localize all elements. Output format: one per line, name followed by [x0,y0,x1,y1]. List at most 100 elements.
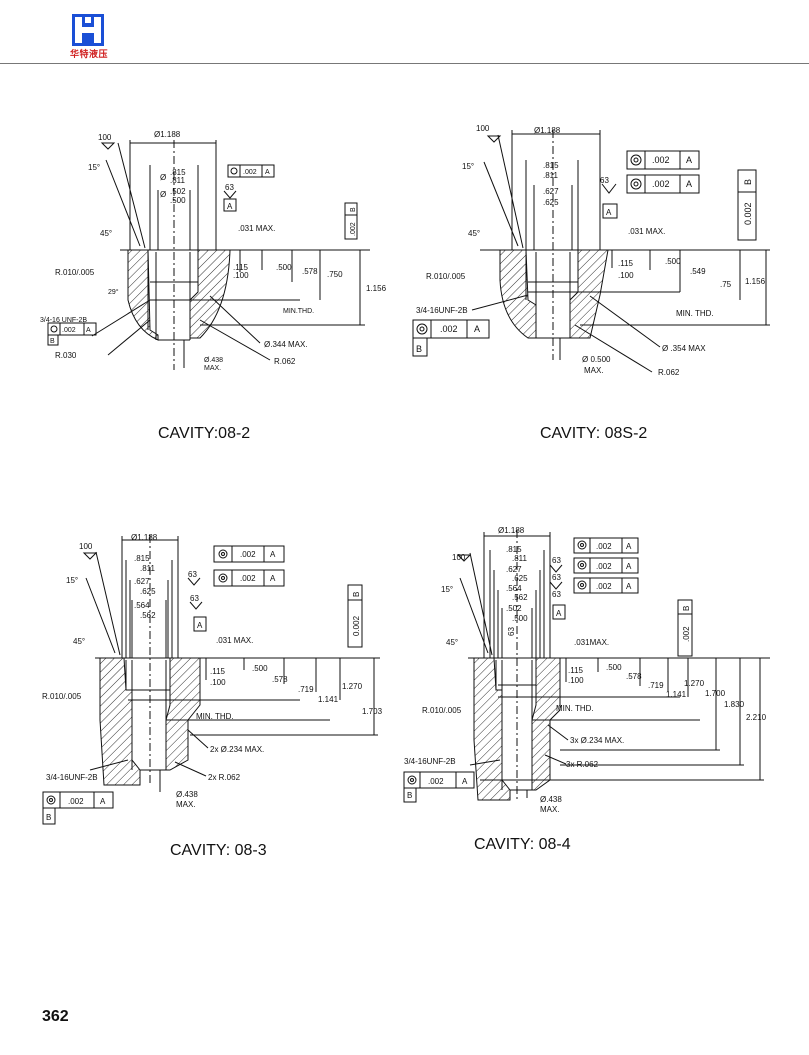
dim-d1700: 1.700 [705,689,726,698]
fcf3-value: .002 [68,797,84,806]
dim-d811: .811 [170,176,186,185]
fcf1-ref: A [686,155,692,165]
label-phi-a: Ø [160,173,166,182]
caption-cavity-08-3: CAVITY: 08-3 [170,842,267,859]
fcf4-value: .002 [428,777,444,786]
dim-d500b: .500 [606,663,622,672]
datum-b: B [743,179,753,185]
dim-r010: R.010/.005 [426,272,466,281]
dim-d115: .115 [233,263,249,272]
dim-d578: .578 [302,267,318,276]
fcf3-datum: B [416,344,422,354]
finish-63-b: 63 [552,573,561,582]
dim-d500: .500 [170,196,186,205]
fcf2-datum: B [50,338,55,345]
label-thread: 3/4-16UNF-2B [404,757,456,766]
dim-d750: .750 [327,270,343,279]
caption-cavity-08s-2: CAVITY: 08S-2 [540,425,648,442]
dim-d578: .578 [272,675,288,684]
dim-d1141: 1.141 [318,695,339,704]
dim-d815: .815 [170,168,186,177]
fcf2-ref: A [270,574,276,583]
dim-d1156: 1.156 [745,277,766,286]
dim-d564: .564 [506,584,522,593]
dim-d1703: 1.703 [362,707,383,716]
dim-d502: .502 [170,187,186,196]
dim-d1188: Ø1.188 [131,533,158,542]
dim-d75: .75 [720,280,732,289]
dim-d562: .562 [140,611,156,620]
fcf1-value: .002 [596,542,612,551]
dim-d578: .578 [626,672,642,681]
fcf1-value: .002 [240,550,256,559]
dim-d1141: 1.141 [666,690,687,699]
dim-d100: .100 [233,271,249,280]
label-max: MAX. [584,366,604,375]
fcf-b-value: .002 [350,222,357,236]
label-ang45: 45° [100,229,112,238]
label-ang45: 45° [468,229,480,238]
fcf-datum-ref: A [265,169,270,176]
label-minthd: MIN.THD. [283,308,314,315]
dim-d0500: Ø 0.500 [582,355,611,364]
dim-d1188: Ø1.188 [498,526,525,535]
dim-chamfer: .031MAX. [574,638,609,647]
dim-d811: .811 [543,171,559,180]
dim-d344: Ø.344 MAX. [264,340,308,349]
fcf-b-value: .002 [682,626,691,642]
datum-b: B [352,592,361,597]
label-ang15: 15° [441,585,453,594]
dim-d625: .625 [543,198,559,207]
dim-d1270: 1.270 [342,682,363,691]
label-ang15: 15° [462,162,474,171]
fcf-value: .002 [243,169,257,176]
fcf2-value: .002 [240,574,256,583]
dim-r062: R.062 [274,357,296,366]
ht-logo-icon [72,14,104,46]
dim-d500b: .500 [276,263,292,272]
dim-chamfer: .031 MAX. [238,224,275,233]
dim-chamfer: .031 MAX. [216,636,253,645]
datum-a: A [556,609,562,618]
dim-d502: .502 [506,604,522,613]
page-number: 362 [42,1008,69,1025]
dim-d115: .115 [618,259,634,268]
label-ang15: 15° [66,576,78,585]
dim-d627: .627 [134,577,150,586]
label-minthd: MIN. THD. [196,712,234,721]
dim-r010: R.010/.005 [422,706,462,715]
dim-r062: 2x R.062 [208,773,241,782]
fcf3-ref: A [474,324,480,334]
dim-d625: .625 [512,574,528,583]
fcf3-value: .002 [440,324,458,334]
label-ang15: 15° [88,163,100,172]
dim-r010: R.010/.005 [42,692,82,701]
dim-d100: .100 [618,271,634,280]
dim-d1156: 1.156 [366,284,387,293]
dim-d500: .500 [512,614,528,623]
label-ang45: 45° [73,637,85,646]
dim-d234: 2x Ø.234 MAX. [210,745,264,754]
fcf2-ref: A [626,562,632,571]
page-header: 华特液压 [0,0,809,66]
fcf1-value: .002 [652,155,670,165]
finish-63-a: 63 [552,556,561,565]
dim-d627: .627 [506,565,522,574]
fcf3-ref: A [100,797,106,806]
dim-d438: Ø.438 [540,795,562,804]
fcf4-datum: B [407,791,412,800]
fcf4-ref: A [462,777,468,786]
dim-d2210: 2.210 [746,713,767,722]
fcf3-datum: B [46,813,51,822]
dim-r062: 3x R.062 [566,760,599,769]
dim-d815: .815 [506,545,522,554]
dim-d719: .719 [648,681,664,690]
dim-d500: .500 [252,664,268,673]
finish-63: 63 [600,176,609,185]
datum-b: B [350,207,357,212]
label-max: MAX. [204,365,221,372]
